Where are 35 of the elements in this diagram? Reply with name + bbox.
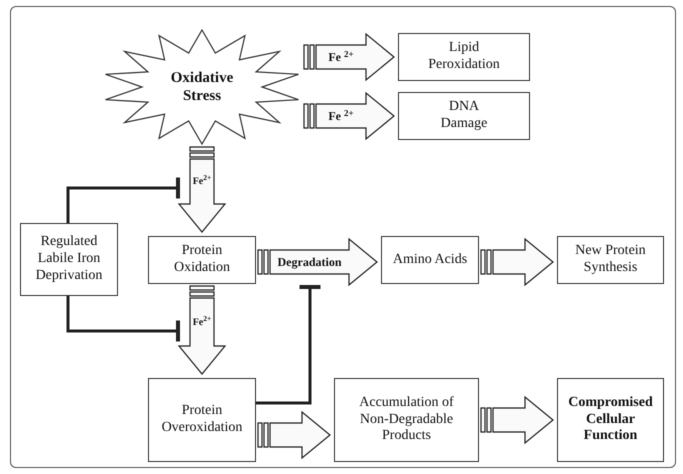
inhibition-line xyxy=(66,178,180,223)
process-box xyxy=(20,223,118,296)
node-label: DNA Damage xyxy=(440,99,488,133)
process-box xyxy=(398,92,530,140)
node-label: Regulated Labile Iron Deprivation xyxy=(34,234,104,285)
process-box xyxy=(381,236,479,284)
block-arrow xyxy=(303,32,395,82)
edge-label: Fe$^{2+}$ xyxy=(192,174,212,189)
process-box xyxy=(148,378,256,462)
block-arrow xyxy=(303,92,395,140)
edge-label: Fe$^{2+}$ xyxy=(192,314,212,330)
block-arrow xyxy=(257,238,378,286)
node-label: Compromised Cellular Function xyxy=(567,394,654,446)
node-label: Accumulation of Non-Degradable Products xyxy=(358,394,455,446)
block-arrow xyxy=(480,396,554,444)
inhibition-line xyxy=(66,296,180,342)
block-arrow xyxy=(257,410,331,460)
node-label: Oxidative Stress xyxy=(170,69,234,105)
edge-label: Degradation xyxy=(278,254,342,271)
edge-label: Fe $^{2+}$ xyxy=(328,107,354,125)
process-box xyxy=(557,378,664,462)
process-box xyxy=(334,378,479,462)
edge-label: Fe $^{2+}$ xyxy=(328,48,354,66)
node-label: New Protein Synthesis xyxy=(574,243,647,277)
block-arrow xyxy=(480,238,554,286)
node-label: Protein Overoxidation xyxy=(160,403,244,437)
process-box xyxy=(557,236,664,284)
block-arrow xyxy=(178,285,226,375)
node-label: Amino Acids xyxy=(392,252,468,268)
inhibition-line xyxy=(256,284,320,404)
node-label: Lipid Peroxidation xyxy=(427,40,501,74)
node-label: Protein Oxidation xyxy=(173,243,231,277)
process-box xyxy=(148,236,256,284)
process-box xyxy=(398,33,530,81)
block-arrow xyxy=(178,146,226,233)
